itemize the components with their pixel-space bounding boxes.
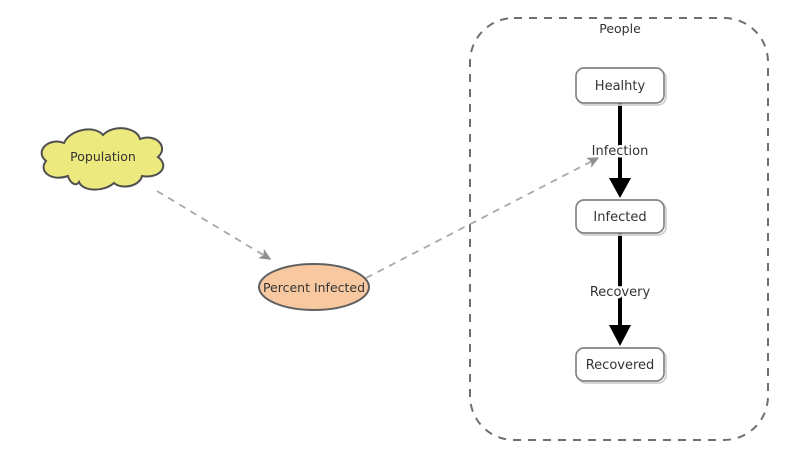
people-container-border[interactable]: [469, 17, 769, 441]
percent-infected-ellipse[interactable]: [258, 263, 370, 311]
stock-infected-label: Infected: [593, 210, 646, 225]
stock-recovered[interactable]: Recovered: [575, 347, 667, 384]
flow-recovery[interactable]: Recovery: [587, 233, 653, 346]
flow-infection-label[interactable]: Infection: [589, 142, 651, 162]
flow-recovery-arrowhead: [609, 325, 631, 346]
link-population-to-percent-infected[interactable]: [156, 190, 272, 260]
people-container-label: People: [599, 21, 641, 36]
percent-infected-label: Percent Infected: [263, 280, 365, 295]
flow-infection-arrowhead: [609, 178, 631, 198]
stock-infected-shape[interactable]: [575, 199, 665, 234]
population-cloud-shape[interactable]: [40, 127, 165, 191]
stock-infected[interactable]: Infected: [575, 199, 667, 236]
flow-recovery-label[interactable]: Recovery: [587, 283, 653, 303]
population-label: Population: [70, 149, 136, 164]
stock-healthy-label: Healhty: [595, 79, 646, 94]
flow-infection[interactable]: Infection: [589, 103, 651, 198]
stock-healthy[interactable]: Healhty: [575, 67, 667, 106]
population-node[interactable]: Population: [40, 127, 165, 191]
stock-recovered-label: Recovered: [586, 358, 655, 373]
percent-infected-node[interactable]: Percent Infected: [258, 263, 370, 311]
link-percent-infected-to-infection[interactable]: [365, 157, 600, 279]
people-container[interactable]: People: [469, 17, 769, 441]
stock-recovered-shape[interactable]: [575, 347, 665, 382]
stock-healthy-shape[interactable]: [575, 67, 665, 104]
